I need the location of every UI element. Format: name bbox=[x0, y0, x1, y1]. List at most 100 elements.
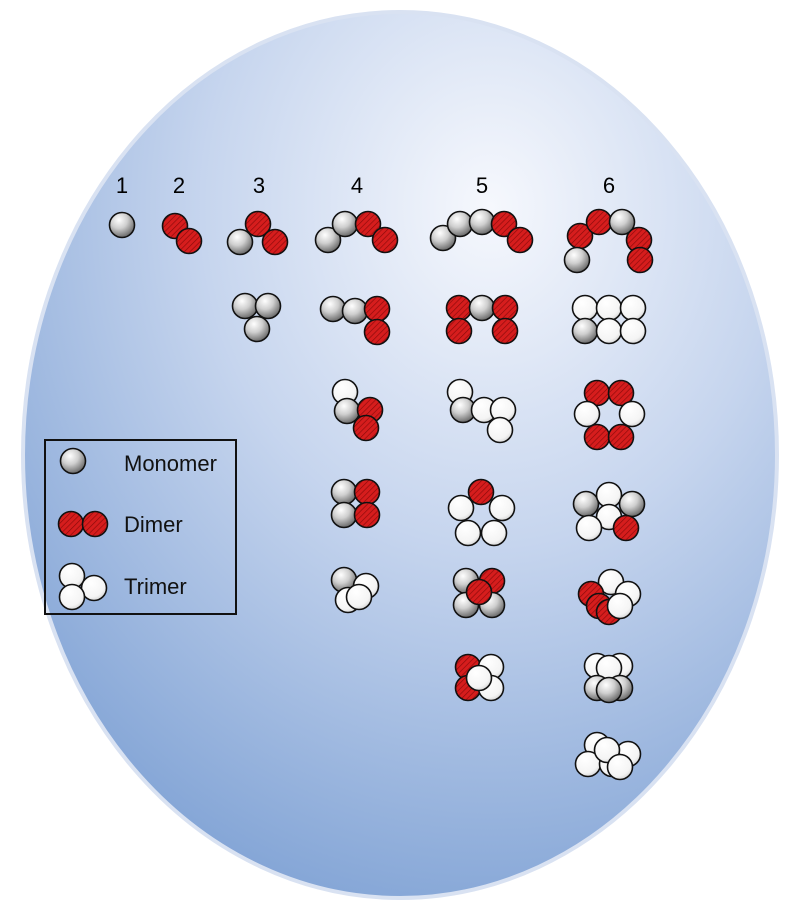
dimer-sphere bbox=[612, 514, 640, 542]
dimer-sphere bbox=[352, 414, 380, 442]
monomer-sphere bbox=[231, 292, 259, 320]
column-label-1: 1 bbox=[116, 173, 128, 198]
monomer-sphere bbox=[572, 490, 600, 518]
trimer-sphere bbox=[619, 294, 647, 322]
trimer-sphere bbox=[480, 519, 508, 547]
legend-label-dimer: Dimer bbox=[124, 512, 183, 537]
cluster-6-c bbox=[573, 379, 646, 451]
dimer-sphere bbox=[491, 294, 519, 322]
monomer-sphere bbox=[59, 447, 87, 475]
column-label-5: 5 bbox=[476, 173, 488, 198]
monomer-sphere bbox=[330, 501, 358, 529]
dimer-sphere bbox=[57, 510, 85, 538]
cluster-4-a bbox=[314, 210, 399, 254]
dimer-sphere bbox=[585, 208, 613, 236]
dimer-sphere bbox=[353, 478, 381, 506]
dimer-sphere bbox=[354, 210, 382, 238]
trimer-sphere bbox=[454, 519, 482, 547]
trimer-sphere bbox=[571, 294, 599, 322]
monomer-sphere bbox=[608, 208, 636, 236]
cluster-6-a bbox=[563, 208, 654, 274]
cluster-5-d bbox=[447, 478, 516, 547]
cluster-2-a bbox=[161, 212, 203, 255]
column-label-2: 2 bbox=[173, 173, 185, 198]
trimer-sphere bbox=[488, 494, 516, 522]
legend-icon-dimer bbox=[57, 510, 109, 538]
monomer-sphere bbox=[108, 211, 136, 239]
legend-icons bbox=[57, 447, 109, 611]
column-label-6: 6 bbox=[603, 173, 615, 198]
dimer-sphere bbox=[490, 210, 518, 238]
cluster-6-b bbox=[571, 294, 647, 345]
trimer-sphere bbox=[606, 592, 634, 620]
dimer-sphere bbox=[467, 478, 495, 506]
cluster-6-g bbox=[574, 731, 642, 781]
cluster-5-c bbox=[446, 378, 517, 444]
trimer-sphere bbox=[486, 416, 514, 444]
dimer-sphere bbox=[626, 246, 654, 274]
cluster-6-f bbox=[583, 652, 634, 704]
monomer-sphere bbox=[571, 317, 599, 345]
dimer-sphere bbox=[175, 227, 203, 255]
dimer-sphere bbox=[607, 423, 635, 451]
dimer-sphere bbox=[583, 423, 611, 451]
trimer-sphere bbox=[58, 583, 86, 611]
dimer-sphere bbox=[491, 317, 519, 345]
legend: Monomer Dimer Trimer bbox=[44, 439, 237, 615]
cluster-5-f bbox=[454, 653, 505, 702]
cluster-4-b bbox=[319, 295, 391, 346]
trimer-sphere bbox=[345, 583, 373, 611]
cluster-5-a bbox=[429, 208, 534, 254]
monomer-sphere bbox=[331, 210, 359, 238]
dimer-sphere bbox=[506, 226, 534, 254]
legend-icon-trimer bbox=[58, 562, 108, 611]
column-label-4: 4 bbox=[351, 173, 363, 198]
cluster-3-b bbox=[231, 292, 282, 343]
dimer-sphere bbox=[371, 226, 399, 254]
monomer-sphere bbox=[468, 294, 496, 322]
dimer-sphere bbox=[81, 510, 109, 538]
cluster-4-d bbox=[330, 478, 381, 529]
cluster-6-d bbox=[572, 481, 646, 542]
trimer-sphere bbox=[618, 400, 646, 428]
dimer-sphere bbox=[261, 228, 289, 256]
monomer-sphere bbox=[595, 676, 623, 704]
legend-icon-monomer bbox=[59, 447, 87, 475]
legend-box bbox=[44, 439, 237, 615]
monomer-sphere bbox=[446, 210, 474, 238]
cluster-5-e bbox=[452, 567, 506, 619]
dimer-sphere bbox=[445, 317, 473, 345]
legend-label-trimer: Trimer bbox=[124, 574, 187, 599]
trimer-sphere bbox=[575, 514, 603, 542]
trimer-sphere bbox=[606, 753, 634, 781]
monomer-sphere bbox=[618, 490, 646, 518]
monomer-sphere bbox=[254, 292, 282, 320]
cluster-6-e bbox=[577, 568, 642, 626]
trimer-sphere bbox=[595, 317, 623, 345]
trimer-sphere bbox=[573, 400, 601, 428]
dimer-sphere bbox=[445, 294, 473, 322]
monomer-sphere bbox=[468, 208, 496, 236]
clusters bbox=[108, 208, 654, 781]
monomer-sphere bbox=[319, 295, 347, 323]
dimer-sphere bbox=[465, 578, 493, 606]
dimer-sphere bbox=[607, 379, 635, 407]
trimer-sphere bbox=[619, 317, 647, 345]
monomer-sphere bbox=[341, 297, 369, 325]
cluster-5-b bbox=[445, 294, 519, 345]
trimer-sphere bbox=[465, 664, 493, 692]
column-label-3: 3 bbox=[253, 173, 265, 198]
legend-label-monomer: Monomer bbox=[124, 451, 217, 476]
dimer-sphere bbox=[244, 210, 272, 238]
cluster-4-c bbox=[331, 378, 384, 442]
trimer-sphere bbox=[595, 294, 623, 322]
monomer-sphere bbox=[243, 315, 271, 343]
dimer-sphere bbox=[363, 318, 391, 346]
monomer-sphere bbox=[330, 478, 358, 506]
cluster-3-a bbox=[226, 210, 289, 256]
cluster-4-e bbox=[330, 566, 380, 614]
monomer-sphere bbox=[314, 226, 342, 254]
dimer-sphere bbox=[363, 295, 391, 323]
monomer-sphere bbox=[226, 228, 254, 256]
